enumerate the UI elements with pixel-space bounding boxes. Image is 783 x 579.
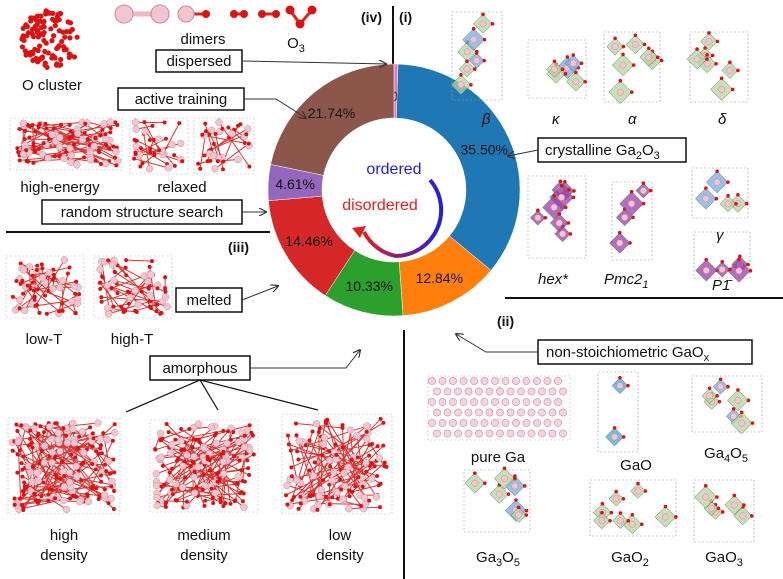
high-energy-image <box>9 117 123 171</box>
ga3o5-image <box>463 466 531 533</box>
active-training-box: active training <box>117 87 245 111</box>
ga4o5-label: Ga4O5 <box>704 445 748 465</box>
crystalline-label: crystalline Ga2O3 <box>545 142 660 162</box>
dispersed-label: dispersed <box>166 53 231 70</box>
dispersed-box: dispersed <box>155 49 243 73</box>
hex-structure-image <box>527 175 587 259</box>
section-i-label: (i) <box>399 9 412 25</box>
gao3-label: GaO3 <box>705 549 743 569</box>
p1bar-structure-image <box>693 231 753 283</box>
dimers-image <box>114 4 280 24</box>
donut-label-6: 21.74% <box>308 105 355 121</box>
high-energy-label: high-energy <box>20 179 100 196</box>
low-density-label-1: low <box>329 527 352 544</box>
relaxed-label: relaxed <box>157 179 206 196</box>
nonstoich-arrow <box>456 334 538 353</box>
high-density-image <box>7 417 121 515</box>
ordered-label: ordered <box>366 161 421 178</box>
p1bar-label: P1̄ <box>712 277 733 294</box>
order-arrow-arc <box>362 178 444 259</box>
relaxed-image-1 <box>129 117 189 175</box>
donut-slice-1 <box>396 63 521 271</box>
donut-label-3: 10.33% <box>346 278 393 294</box>
section-iii-label: (iii) <box>228 239 249 255</box>
low-density-image <box>281 413 393 515</box>
hex-label: hex* <box>538 271 569 288</box>
section-iv-label: (iv) <box>361 9 382 25</box>
gao2-label: GaO2 <box>611 549 649 569</box>
section-ii-label: (ii) <box>497 313 514 329</box>
high-density-label-2: density <box>40 547 88 564</box>
low-density-label-2: density <box>316 547 364 564</box>
alpha-structure-image <box>603 31 664 104</box>
donut-label-4: 14.46% <box>285 233 332 249</box>
dimers-label: dimers <box>180 31 225 48</box>
active-training-arrow <box>244 98 306 118</box>
gamma-structure-image <box>691 167 749 219</box>
ga4o5-image <box>691 375 763 435</box>
disordered-label: disordered <box>342 197 418 214</box>
nonstoich-box: non-stoichiometric GaOx <box>537 339 753 365</box>
donut-hole <box>323 119 465 261</box>
high-t-image <box>93 255 173 319</box>
donut-label-5: 4.61% <box>275 176 315 192</box>
kappa-structure-image <box>527 39 587 99</box>
donut-chart: 0.51%35.50%12.84%10.33%14.46%4.61%21.74% <box>267 63 521 317</box>
high-t-label: high-T <box>111 331 154 348</box>
gamma-label: γ <box>716 227 725 244</box>
pure-ga-image <box>427 375 571 441</box>
beta-label: β <box>481 111 491 128</box>
active-training-label: active training <box>135 91 228 108</box>
donut-center: ordered disordered <box>342 161 444 259</box>
gao-label: GaO <box>620 457 652 474</box>
disorder-arrow-head <box>352 226 366 238</box>
delta-structure-image <box>686 31 749 103</box>
medium-density-image <box>149 419 259 513</box>
amorphous-arrow <box>250 350 360 369</box>
gao2-image <box>589 479 678 537</box>
o-cluster-image <box>19 8 80 70</box>
melted-label: melted <box>186 292 231 309</box>
relaxed-image-2 <box>193 117 255 175</box>
ga3o5-label: Ga3O5 <box>476 549 520 569</box>
high-density-label-1: high <box>50 527 78 544</box>
delta-label: δ <box>718 111 727 128</box>
pmc21-structure-image <box>609 181 653 261</box>
nonstoich-label: non-stoichiometric GaOx <box>546 344 710 364</box>
alpha-label: α <box>628 111 637 128</box>
medium-density-label-2: density <box>180 547 228 564</box>
crystalline-arrow <box>508 149 539 156</box>
dispersed-arrow <box>241 61 386 64</box>
random-search-box: random structure search <box>41 199 243 225</box>
amorphous-box: amorphous <box>149 355 251 381</box>
donut-label-1: 35.50% <box>461 141 508 157</box>
donut-slice-6 <box>270 63 395 176</box>
gao3-image <box>693 479 755 543</box>
o3-image <box>285 5 317 29</box>
beta-structure-image <box>450 11 503 101</box>
pmc21-label: Pmc21 <box>604 271 648 291</box>
pure-ga-label: pure Ga <box>471 449 526 466</box>
random-search-label: random structure search <box>61 204 224 221</box>
o-cluster-label: O cluster <box>22 77 82 94</box>
donut-label-2: 12.84% <box>416 270 463 286</box>
low-t-label: low-T <box>26 331 63 348</box>
gao-image <box>597 371 639 453</box>
amorphous-label: amorphous <box>162 360 237 377</box>
kappa-label: κ <box>552 111 561 128</box>
o3-label: O3 <box>287 35 305 55</box>
melted-arrow <box>241 286 278 301</box>
medium-density-label-1: medium <box>177 527 230 544</box>
melted-box: melted <box>175 287 243 313</box>
low-t-image <box>5 255 85 319</box>
amorphous-branches <box>125 379 319 413</box>
crystalline-box: crystalline Ga2O3 <box>537 137 687 163</box>
